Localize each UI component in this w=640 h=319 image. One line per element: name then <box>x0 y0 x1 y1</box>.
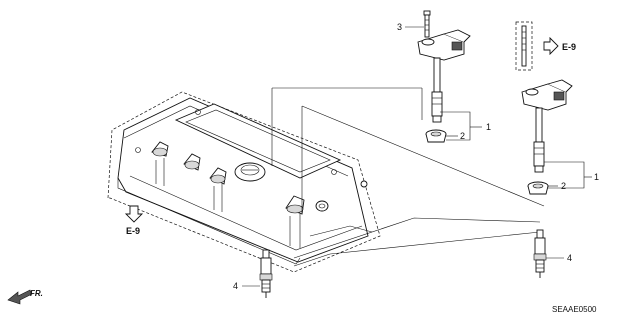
ref-label-lower: E-9 <box>126 226 140 236</box>
ignition-coil-lower <box>521 79 573 173</box>
coil-bolt <box>423 10 431 38</box>
front-direction-label: FR. <box>30 289 43 298</box>
diagram-code: SEAAE0500 <box>552 305 597 314</box>
coil-well-4 <box>285 195 305 215</box>
callout-4-right: 4 <box>567 253 572 263</box>
callout-4-left: 4 <box>233 281 238 291</box>
ignition-coil-upper <box>417 29 471 123</box>
coil-well-1 <box>151 141 169 157</box>
assembly-leaders <box>271 87 545 267</box>
callout-2-lower: 2 <box>561 181 566 191</box>
front-direction-arrow <box>7 289 33 305</box>
plug-hole-seal-upper <box>425 129 447 143</box>
spark-plug-left <box>259 249 273 298</box>
ref-label-upper: E-9 <box>562 42 576 52</box>
callout-leaders <box>242 26 592 287</box>
spark-plug-right <box>533 229 547 278</box>
ref-arrow-lower <box>124 205 144 223</box>
callout-3-bolt: 3 <box>397 22 402 32</box>
ref-arrow-upper <box>543 36 559 56</box>
callout-1-lower: 1 <box>594 172 599 182</box>
cylinder-head-cover <box>107 91 381 273</box>
callout-1-upper: 1 <box>486 122 491 132</box>
callout-2-upper: 2 <box>460 131 465 141</box>
coil-well-2 <box>183 153 201 171</box>
coil-stud <box>515 21 533 71</box>
coil-well-3 <box>209 167 227 185</box>
pcv-fitting <box>315 200 329 212</box>
plug-hole-seal-lower <box>527 181 549 195</box>
